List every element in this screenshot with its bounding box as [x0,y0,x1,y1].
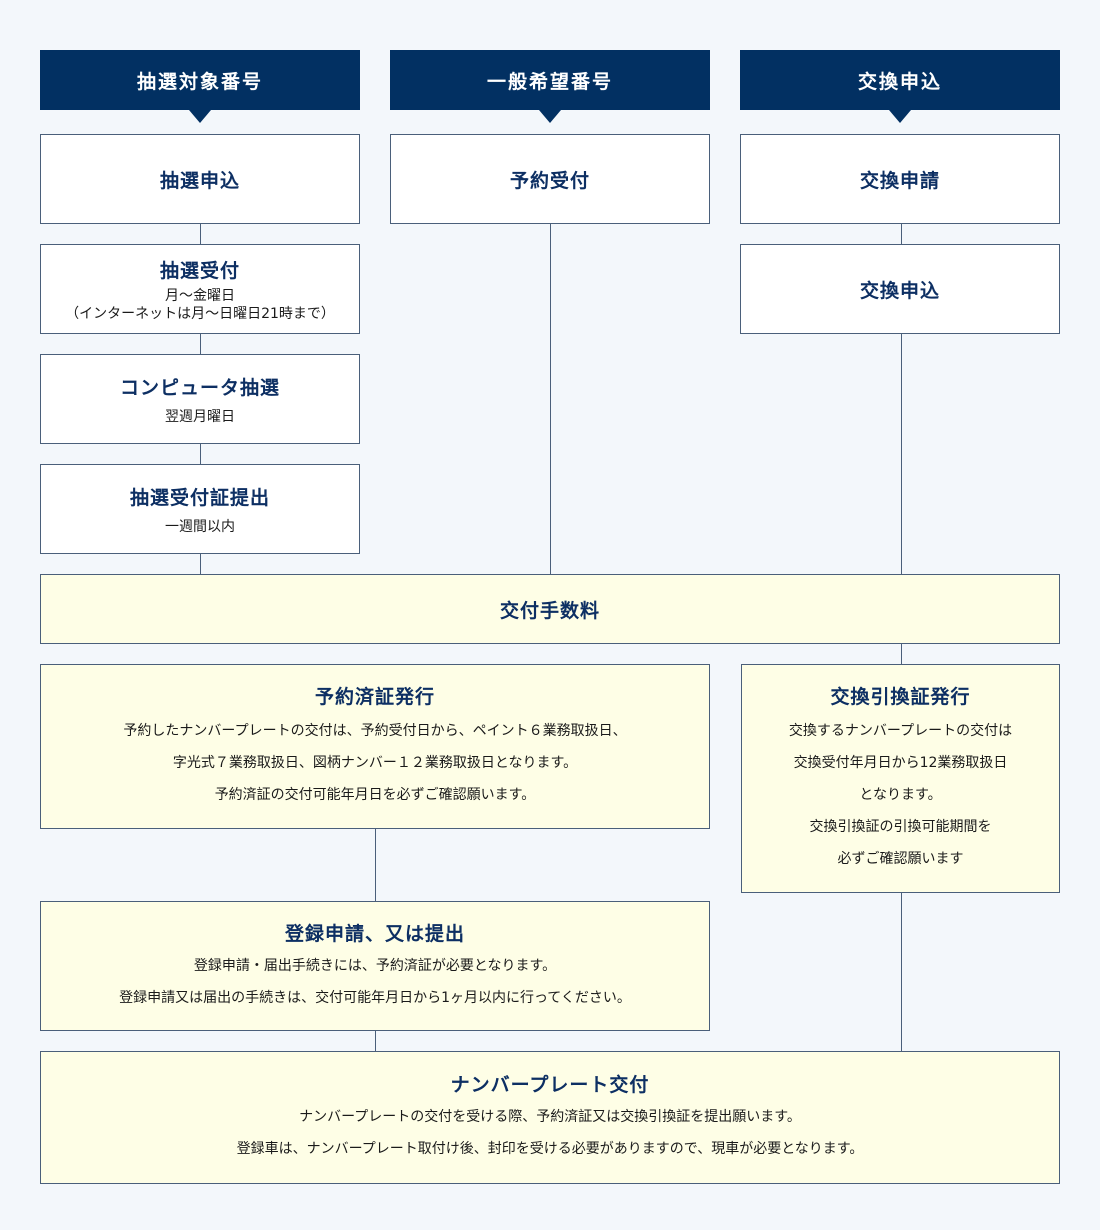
exchange-certificate-line: 必ずご確認願います [837,851,964,867]
box-lottery-reception-internet: （インターネットは月〜日曜日21時まで） [65,305,335,322]
connector-col1-4 [200,553,201,575]
reserved-certificate-line: 予約済証の交付可能年月日を必ずご確認願います。 [214,787,536,803]
exchange-certificate-line: となります。 [859,787,942,803]
box-lottery-certificate: 抽選受付証提出 一週間以内 [40,464,360,554]
exchange-certificate-line: 交換引換証の引換可能期間を [809,819,992,835]
box-exchange-apply-title: 交換申込 [859,279,940,302]
box-exchange-request: 交換申請 [740,134,1060,224]
box-lottery-certificate-sub: 一週間以内 [165,518,235,535]
box-lottery-certificate-title: 抽選受付証提出 [129,486,270,509]
box-reserved-certificate: 予約済証発行 予約したナンバープレートの交付は、予約受付日から、ペイント６業務取… [40,664,710,829]
box-plate-issuance-title: ナンバープレート交付 [450,1074,650,1096]
registration-line: 登録申請・届出手続きには、予約済証が必要となります。 [193,957,557,974]
plate-issuance-line: ナンバープレートの交付を受ける際、予約済証又は交換引換証を提出願います。 [299,1109,801,1125]
box-reserved-certificate-title: 予約済証発行 [314,686,435,708]
connector-col2 [550,223,551,575]
box-computer-lottery: コンピュータ抽選 翌週月曜日 [40,354,360,444]
plate-issuance-line: 登録車は、ナンバープレート取付け後、封印を受ける必要がありますので、現車が必要と… [236,1141,864,1157]
connector-reserved-registration [375,828,376,902]
box-reservation-title: 予約受付 [509,169,590,192]
exchange-certificate-line: 交換するナンバープレートの交付は [788,723,1013,739]
box-lottery-apply-title: 抽選申込 [159,169,240,192]
box-exchange-request-title: 交換申請 [859,169,940,192]
header-general-number: 一般希望番号 [390,50,710,110]
reserved-certificate-line: 予約したナンバープレートの交付は、予約受付日から、ペイント６業務取扱日、 [123,723,627,739]
reserved-certificate-line: 字光式７業務取扱日、図柄ナンバー１２業務取扱日となります。 [172,755,578,771]
header-exchange-label: 交換申込 [857,70,942,93]
header-lottery-arrow [189,110,211,123]
box-registration-title: 登録申請、又は提出 [284,922,465,945]
box-lottery-reception-days: 月〜金曜日 [165,287,235,304]
header-general-arrow [539,110,561,123]
header-exchange-arrow [889,110,911,123]
box-exchange-apply: 交換申込 [740,244,1060,334]
connector-col1-1 [200,223,201,245]
registration-line: 登録申請又は届出の手続きは、交付可能年月日から1ヶ月以内に行ってください。 [119,989,631,1006]
box-lottery-reception-title: 抽選受付 [159,259,240,282]
header-general-label: 一般希望番号 [486,70,613,93]
connector-fee-exchange [901,643,902,665]
box-issuance-fee: 交付手数料 [40,574,1060,644]
connector-col3-2 [901,333,902,575]
exchange-certificate-line: 交換受付年月日から12業務取扱日 [793,755,1008,771]
box-computer-lottery-sub: 翌週月曜日 [165,408,235,425]
connector-exchange-plate [901,892,902,1052]
box-computer-lottery-title: コンピュータ抽選 [119,376,280,399]
header-lottery-label: 抽選対象番号 [136,70,263,93]
box-registration: 登録申請、又は提出 登録申請・届出手続きには、予約済証が必要となります。 登録申… [40,901,710,1031]
box-plate-issuance: ナンバープレート交付 ナンバープレートの交付を受ける際、予約済証又は交換引換証を… [40,1051,1060,1184]
box-exchange-certificate: 交換引換証発行 交換するナンバープレートの交付は 交換受付年月日から12業務取扱… [741,664,1060,893]
connector-col1-2 [200,333,201,355]
box-exchange-certificate-title: 交換引換証発行 [830,686,971,708]
box-lottery-reception: 抽選受付 月〜金曜日 （インターネットは月〜日曜日21時まで） [40,244,360,334]
connector-col1-3 [200,443,201,465]
header-exchange: 交換申込 [740,50,1060,110]
box-reservation: 予約受付 [390,134,710,224]
connector-registration-plate [375,1030,376,1052]
connector-col3-1 [901,223,902,245]
header-lottery-number: 抽選対象番号 [40,50,360,110]
box-issuance-fee-title: 交付手数料 [499,599,600,622]
box-lottery-apply: 抽選申込 [40,134,360,224]
